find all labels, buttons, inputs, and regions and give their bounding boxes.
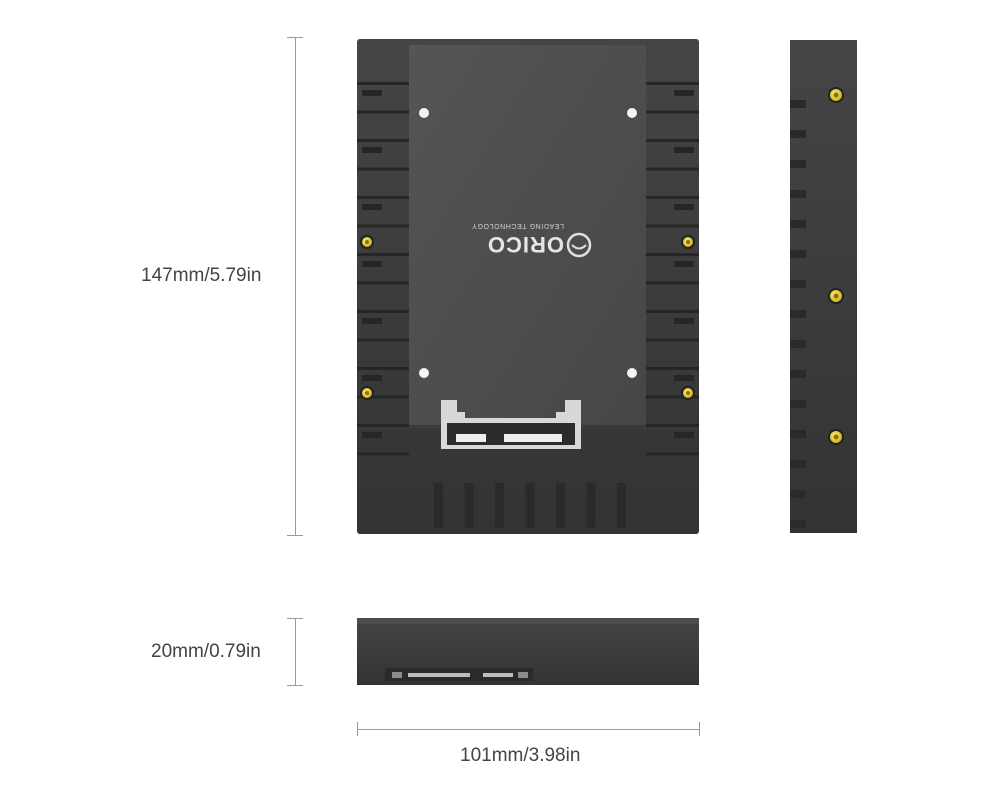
rail-notch xyxy=(674,318,694,324)
rail-slot xyxy=(357,395,409,399)
rail-slot xyxy=(357,424,409,427)
rail-slot xyxy=(357,139,409,142)
side-ridge xyxy=(790,220,806,228)
edge-view xyxy=(357,618,699,685)
orico-logo: ORICO LEADING TECHNOLOGY xyxy=(472,222,592,258)
rail-slot xyxy=(646,253,699,256)
side-ridge xyxy=(790,190,806,198)
bottom-fin-slot xyxy=(464,483,474,528)
rail-slot xyxy=(646,367,699,370)
rail-notch xyxy=(674,204,694,210)
rail-slot xyxy=(646,281,699,285)
rail-slot xyxy=(357,110,409,114)
screw-icon xyxy=(681,386,695,400)
side-ridge xyxy=(790,520,806,528)
rail-slot xyxy=(646,167,699,171)
panel-hole xyxy=(419,108,429,118)
bottom-fins xyxy=(434,483,626,528)
side-ridge xyxy=(790,250,806,258)
rail-notch xyxy=(362,90,382,96)
side-ridge xyxy=(790,280,806,288)
rail-notch xyxy=(674,432,694,438)
rail-slot xyxy=(357,338,409,342)
edge-connector-icon xyxy=(385,668,533,681)
rail-notch xyxy=(674,90,694,96)
bottom-fin-slot xyxy=(586,483,596,528)
rail-slot xyxy=(646,82,699,85)
rail-slot xyxy=(357,367,409,370)
height-dimension-label: 147mm/5.79in xyxy=(141,265,262,286)
rail-notch xyxy=(362,147,382,153)
rail-slot xyxy=(646,139,699,142)
rail-slot xyxy=(646,395,699,399)
side-ridge xyxy=(790,400,806,408)
screw-icon xyxy=(681,235,695,249)
bottom-fin-slot xyxy=(617,483,626,528)
right-rail xyxy=(646,82,699,456)
depth-dimension-label: 20mm/0.79in xyxy=(151,641,261,662)
screw-icon xyxy=(360,235,374,249)
side-ridge xyxy=(790,130,806,138)
side-ridge xyxy=(790,310,806,318)
rail-slot xyxy=(646,424,699,427)
logo-brand: ORICO xyxy=(487,232,564,257)
rail-notch xyxy=(362,204,382,210)
rail-slot xyxy=(357,196,409,199)
rail-notch xyxy=(362,318,382,324)
rail-notch xyxy=(362,261,382,267)
width-dimension-label: 101mm/3.98in xyxy=(460,745,581,766)
side-ridge xyxy=(790,100,806,108)
screw-icon xyxy=(828,429,844,445)
rail-slot xyxy=(646,310,699,313)
front-view: ORICO LEADING TECHNOLOGY xyxy=(357,39,699,534)
rail-notch xyxy=(674,375,694,381)
screw-icon xyxy=(828,288,844,304)
screw-icon xyxy=(360,386,374,400)
side-ridge xyxy=(790,370,806,378)
rail-notch xyxy=(674,261,694,267)
rail-slot xyxy=(357,224,409,228)
rail-slot xyxy=(646,452,699,456)
left-rail xyxy=(357,82,409,456)
side-ridge xyxy=(790,430,806,438)
bottom-fin-slot xyxy=(556,483,565,528)
side-ridge xyxy=(790,460,806,468)
side-ridge xyxy=(790,160,806,168)
screw-icon xyxy=(828,87,844,103)
rail-slot xyxy=(357,253,409,256)
logo-tagline: LEADING TECHNOLOGY xyxy=(472,222,564,229)
panel-hole xyxy=(419,368,429,378)
rail-slot xyxy=(357,281,409,285)
panel-hole xyxy=(627,368,637,378)
orico-logo-icon xyxy=(566,232,592,258)
side-ridge xyxy=(790,340,806,348)
side-ridge xyxy=(790,490,806,498)
bottom-fin-slot xyxy=(525,483,535,528)
rail-slot xyxy=(646,338,699,342)
bottom-fin-slot xyxy=(495,483,504,528)
inner-panel xyxy=(409,45,646,425)
rail-slot xyxy=(357,82,409,85)
rail-slot xyxy=(646,196,699,199)
bottom-fin-slot xyxy=(434,483,443,528)
rail-slot xyxy=(646,224,699,228)
rail-notch xyxy=(362,432,382,438)
rail-slot xyxy=(357,167,409,171)
side-ridges xyxy=(790,100,806,528)
rail-slot xyxy=(357,452,409,456)
rail-slot xyxy=(357,310,409,313)
sata-connector-icon xyxy=(441,400,581,449)
side-view xyxy=(790,40,857,533)
rail-notch xyxy=(362,375,382,381)
panel-hole xyxy=(627,108,637,118)
rail-notch xyxy=(674,147,694,153)
rail-slot xyxy=(646,110,699,114)
